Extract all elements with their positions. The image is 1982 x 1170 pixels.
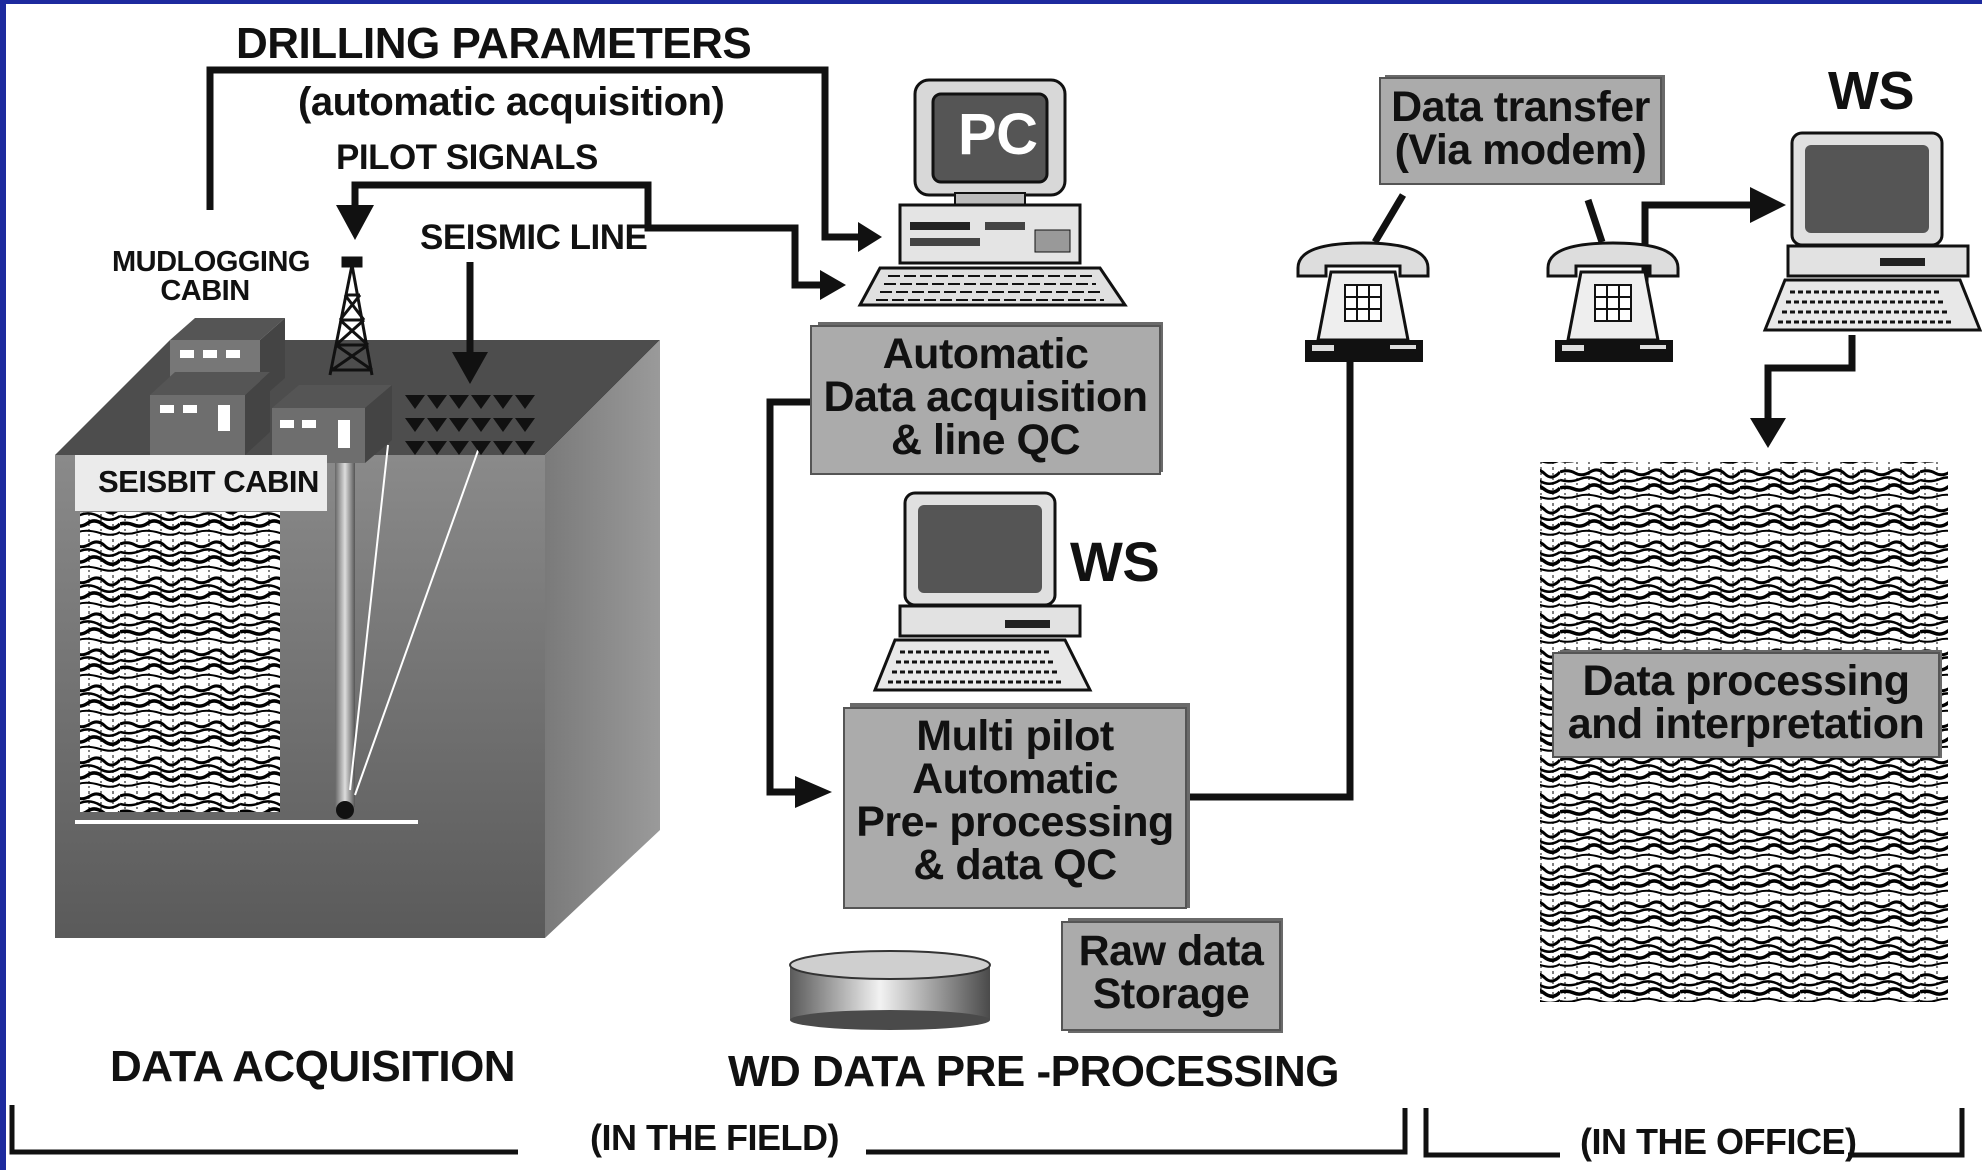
label-ws-office: WS	[1828, 61, 1915, 121]
label-drilling-parameters: DRILLING PARAMETERS	[236, 19, 752, 68]
label-ws-field: WS	[1070, 530, 1160, 593]
arrowhead-to-office-seismic	[1750, 418, 1786, 448]
label-data-acquisition: DATA ACQUISITION	[110, 1042, 516, 1091]
drilling-rig-icon	[328, 256, 374, 376]
text-processing-line-1: Data processing	[1582, 657, 1910, 705]
connector-lines	[206, 66, 1856, 801]
label-pilot-signals: PILOT SIGNALS	[336, 138, 598, 177]
arrowhead-seismic-line	[452, 352, 488, 384]
label-in-the-field: (IN THE FIELD)	[590, 1117, 839, 1158]
text-data-transfer-line-1: Data transfer	[1391, 83, 1650, 131]
seismic-section-left	[80, 512, 280, 812]
workstation-office-icon	[1762, 131, 1982, 332]
box-data-transfer	[1379, 75, 1665, 185]
seisbit-label-plate	[75, 455, 327, 511]
label-mudlogging-cabin: MUDLOGGING CABIN	[112, 246, 311, 307]
arrowhead-to-pc-lower	[820, 270, 846, 300]
text-auto-acquisition-line-3: & line QC	[890, 416, 1081, 464]
text-multi-pilot-line-3: Pre- processing	[856, 798, 1174, 846]
text-auto-acquisition-line-2: Data acquisition	[823, 373, 1148, 421]
box-processing	[1552, 650, 1942, 758]
label-automatic-acquisition: (automatic acquisition)	[298, 80, 725, 124]
text-processing-line-2: and interpretation	[1567, 700, 1925, 748]
text-processing: Data processing and interpretation	[1553, 660, 1939, 746]
mudlogging-cabin-icon	[150, 318, 285, 455]
text-data-transfer-line-2: (Via modem)	[1394, 126, 1647, 174]
bracket-in-the-field	[9, 1105, 1408, 1155]
label-wd-preprocessing: WD DATA PRE -PROCESSING	[728, 1047, 1340, 1096]
text-raw-storage-line-2: Storage	[1092, 970, 1250, 1018]
text-multi-pilot: Multi pilot Automatic Pre- processing & …	[844, 715, 1186, 887]
text-data-transfer: Data transfer (Via modem)	[1380, 86, 1661, 172]
box-raw-storage	[1061, 918, 1283, 1033]
text-raw-storage-line-1: Raw data	[1078, 927, 1264, 975]
label-seismic-line: SEISMIC LINE	[420, 218, 648, 257]
bracket-in-the-office	[1423, 1108, 1965, 1158]
text-multi-pilot-line-1: Multi pilot	[916, 712, 1114, 760]
box-multi-pilot	[843, 703, 1190, 909]
arrowhead-to-pc-upper	[858, 222, 882, 252]
text-multi-pilot-line-4: & data QC	[913, 841, 1117, 889]
arrowhead-pilot-signals	[336, 205, 374, 240]
arrowhead-to-multi-pilot	[795, 776, 832, 808]
text-auto-acquisition: Automatic Data acquisition & line QC	[811, 333, 1160, 462]
arrowheads	[336, 187, 1786, 808]
pc-computer-icon	[857, 78, 1128, 307]
geophone-array-icon	[405, 395, 535, 455]
telephone-modem-left-icon	[1296, 241, 1430, 362]
drill-bit	[336, 801, 354, 819]
drill-string	[335, 412, 355, 807]
workstation-field-icon	[872, 491, 1093, 692]
text-multi-pilot-line-2: Automatic	[912, 755, 1118, 803]
telephone-modem-right-icon	[1546, 241, 1680, 362]
arrowhead-to-office-ws	[1750, 187, 1786, 223]
seisbit-cabin-icon	[272, 385, 392, 463]
text-auto-acquisition-line-1: Automatic	[882, 330, 1089, 378]
label-pc: PC	[958, 102, 1038, 167]
label-seisbit-cabin: SEISBIT CABIN	[98, 464, 319, 499]
text-raw-storage: Raw data Storage	[1062, 930, 1280, 1016]
label-mudlogging: MUDLOGGING	[112, 246, 311, 278]
earth-block	[55, 340, 660, 938]
box-auto-acquisition	[810, 322, 1163, 475]
label-in-the-office: (IN THE OFFICE)	[1580, 1121, 1857, 1162]
label-cabin: CABIN	[160, 275, 250, 307]
storage-disk-icon	[789, 950, 991, 1030]
